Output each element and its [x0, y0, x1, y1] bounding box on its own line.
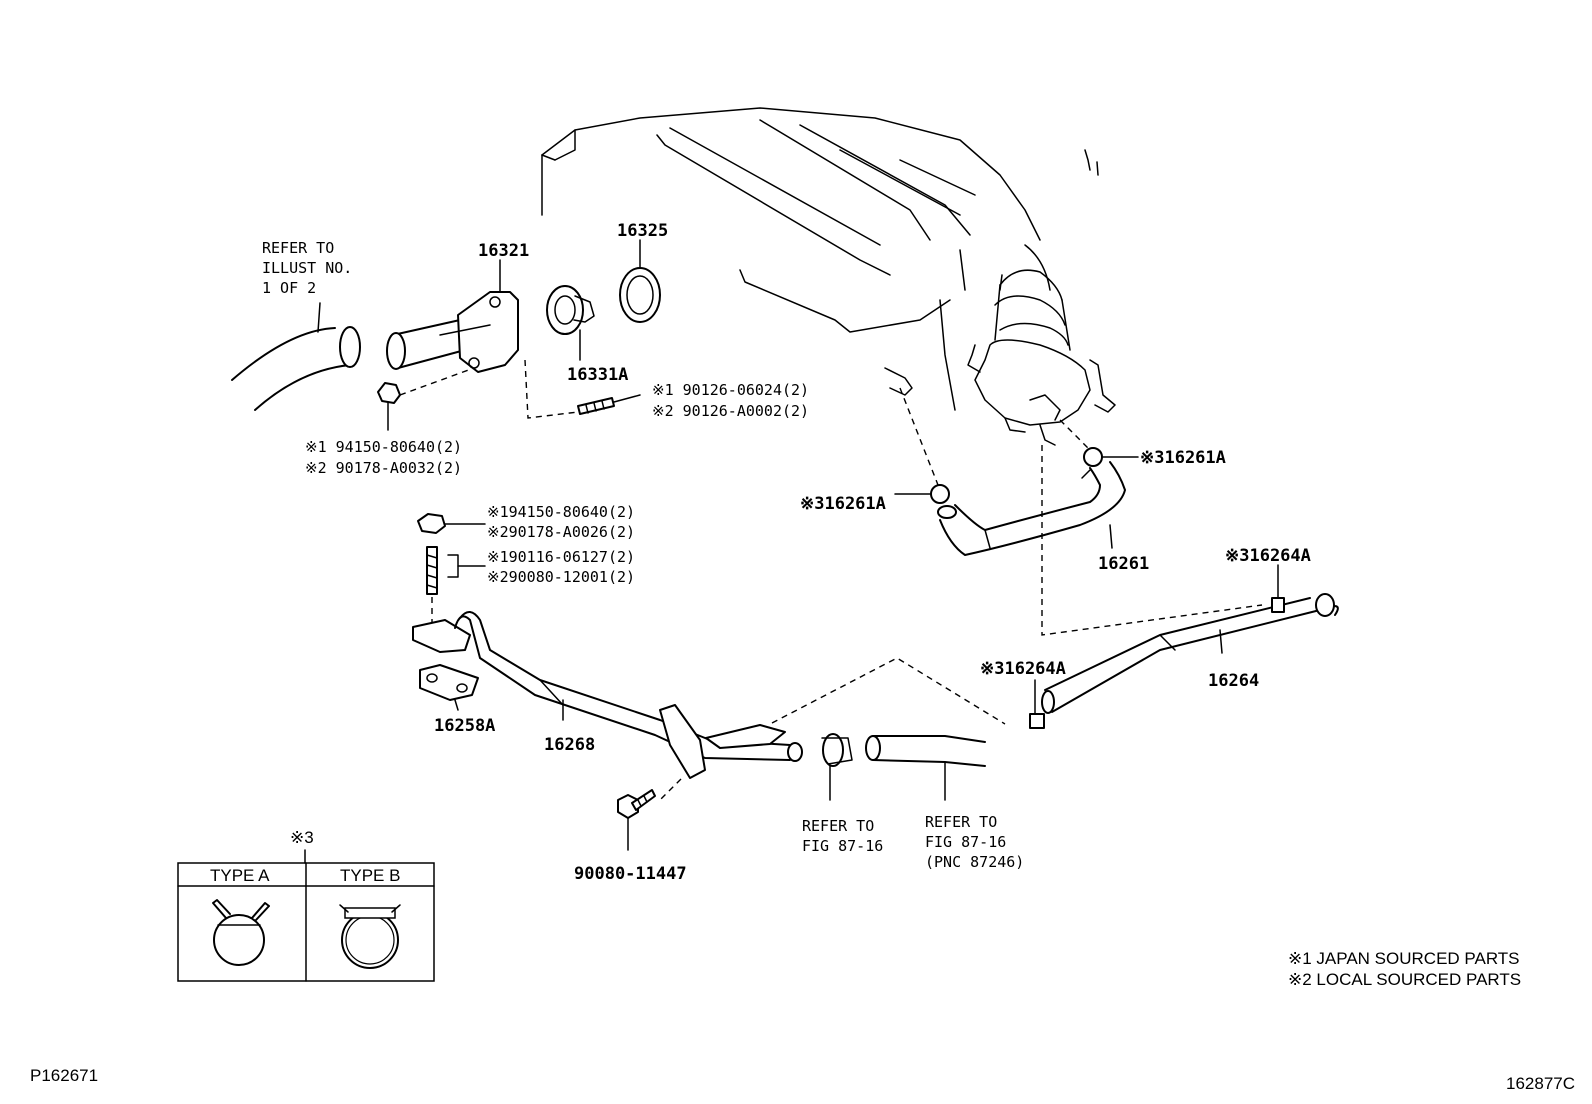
hose-16261 — [937, 461, 1126, 556]
label-16258a: 16258A — [434, 716, 495, 736]
refer-fig-note-a: REFER TO FIG 87-16 — [802, 817, 883, 855]
label-16331a: 16331A — [567, 365, 628, 385]
svg-text:REFER TO: REFER TO — [925, 813, 997, 831]
label-90080-11447: 90080-11447 — [574, 864, 687, 884]
label-16264a-top: ※316264A — [1225, 546, 1311, 566]
bolt-90080-11447 — [617, 789, 656, 851]
gasket-16325 — [619, 239, 661, 323]
clamp-16264a-top — [1271, 564, 1285, 613]
label-nut-upper-1: ※1 94150-80640(2) — [305, 438, 462, 456]
table-col-a: TYPE A — [210, 866, 270, 885]
label-16321: 16321 — [478, 241, 529, 261]
clamp-type-a-icon — [212, 899, 270, 966]
label-nut-lower-2: ※290178-A0026(2) — [487, 523, 635, 541]
guide-line-right — [1041, 445, 1263, 636]
svg-text:(PNC 87246): (PNC 87246) — [925, 853, 1024, 871]
footer-left-code: P162671 — [30, 1066, 98, 1085]
nut-upper — [377, 367, 475, 431]
table-marker: ※3 — [290, 828, 314, 847]
label-stud-upper-2: ※2 90126-A0002(2) — [652, 402, 809, 420]
clamp-16261a-left — [894, 387, 950, 504]
table-col-b: TYPE B — [340, 866, 400, 885]
clamp-type-b-icon — [339, 904, 401, 969]
svg-text:FIG 87-16: FIG 87-16 — [802, 837, 883, 855]
footer-right-code: 162877C — [1506, 1074, 1575, 1093]
refer-fig-note-b: REFER TO FIG 87-16 (PNC 87246) — [925, 813, 1024, 871]
label-16268: 16268 — [544, 735, 595, 755]
label-16325: 16325 — [617, 221, 668, 241]
legend-japan: ※1 JAPAN SOURCED PARTS — [1288, 949, 1520, 968]
clamp-16261a-right — [1059, 419, 1139, 467]
upper-radiator-hose — [231, 302, 361, 411]
clamp-fig-87-16 — [821, 733, 853, 801]
engine-outline — [541, 107, 1091, 411]
label-nut-lower-1: ※194150-80640(2) — [487, 503, 635, 521]
hose-fig-87-16 — [865, 735, 986, 801]
nut-lower — [417, 513, 486, 534]
label-16261: 16261 — [1098, 554, 1149, 574]
label-stud-lower-1: ※190116-06127(2) — [487, 548, 635, 566]
legend: ※1 JAPAN SOURCED PARTS ※2 LOCAL SOURCED … — [1288, 949, 1521, 989]
label-16264a-mid: ※316264A — [980, 659, 1066, 679]
svg-text:FIG 87-16: FIG 87-16 — [925, 833, 1006, 851]
label-stud-lower-2: ※290080-12001(2) — [487, 568, 635, 586]
clamp-type-table: ※3 TYPE A TYPE B — [177, 828, 435, 982]
label-16261a-right: ※316261A — [1140, 448, 1226, 468]
svg-text:1 OF 2: 1 OF 2 — [262, 279, 316, 297]
thermostat-16331a — [546, 285, 595, 361]
throttle-body — [967, 161, 1116, 446]
label-stud-upper-1: ※1 90126-06024(2) — [652, 381, 809, 399]
label-nut-upper-2: ※2 90178-A0032(2) — [305, 459, 462, 477]
hose-16264 — [1041, 593, 1339, 714]
clamp-16264a-mid — [1029, 679, 1045, 729]
svg-text:REFER TO: REFER TO — [262, 239, 334, 257]
label-16264: 16264 — [1208, 671, 1259, 691]
label-16261a-left: ※316261A — [800, 494, 886, 514]
stud-upper — [524, 359, 641, 419]
gasket-16258a — [419, 664, 479, 711]
legend-local: ※2 LOCAL SOURCED PARTS — [1288, 970, 1521, 989]
pipe-16268 — [412, 611, 1006, 801]
water-inlet-16321 — [386, 259, 519, 373]
svg-text:REFER TO: REFER TO — [802, 817, 874, 835]
svg-text:ILLUST NO.: ILLUST NO. — [262, 259, 352, 277]
refer-illust-note: REFER TO ILLUST NO. 1 OF 2 — [262, 239, 352, 297]
stud-lower — [426, 546, 486, 625]
